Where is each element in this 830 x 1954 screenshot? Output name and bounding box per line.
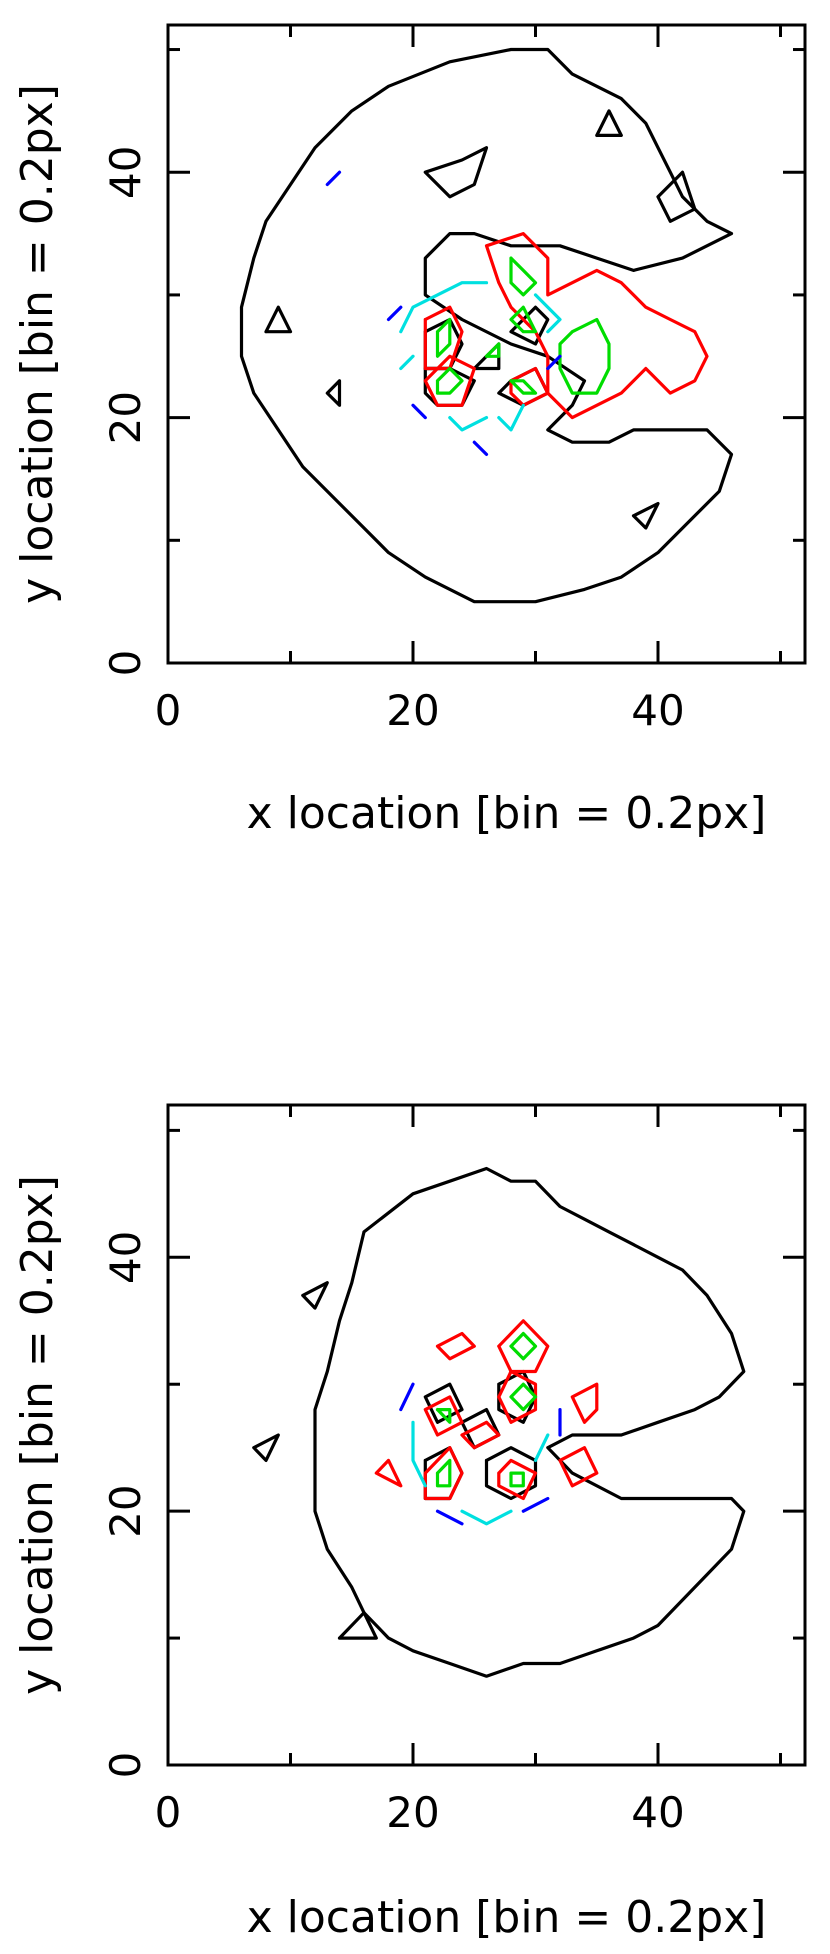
- x-axis-title: x location [bin = 0.2px]: [247, 1892, 767, 1943]
- contour-negative2-32: [325, 170, 342, 187]
- contour-outer-6: [301, 1281, 329, 1310]
- contour-level2-11: [497, 1369, 538, 1424]
- contour-negative1-26: [533, 1433, 550, 1462]
- contour-level2-10: [435, 1331, 476, 1361]
- y-tick-label: 0: [101, 650, 150, 677]
- y-axis-title: y location [bin = 0.2px]: [12, 1175, 63, 1695]
- contour-outer-7: [656, 170, 697, 223]
- x-tick-label: 40: [631, 686, 684, 735]
- contour-level3-19: [435, 317, 452, 358]
- contour-outer-0: [239, 47, 734, 604]
- x-axis-title: x location [bin = 0.2px]: [247, 788, 767, 839]
- plot-frame: [166, 23, 807, 665]
- contour-level3-20: [509, 1382, 538, 1412]
- contour-level2-12: [423, 1395, 464, 1437]
- contour-negative2-28: [386, 305, 403, 322]
- contour-level3-20: [435, 366, 464, 395]
- contour-level2-14: [423, 1446, 464, 1501]
- y-axis-title: y location [bin = 0.2px]: [12, 84, 63, 604]
- contour-level3-19: [509, 1331, 538, 1361]
- contour-level2-15: [509, 366, 550, 407]
- x-tick-label: 20: [386, 1788, 439, 1837]
- x-tick-label: 0: [155, 1788, 182, 1837]
- contour-negative2-28: [435, 1509, 464, 1526]
- contour-level2-17: [558, 1446, 599, 1488]
- contour-level3-17: [509, 305, 538, 334]
- contour-negative1-27: [497, 403, 525, 432]
- contour-negative1-24: [411, 1420, 427, 1488]
- contour-negative1-23: [399, 281, 489, 334]
- y-tick-label: 20: [101, 391, 150, 444]
- contour-outer-0: [313, 1166, 746, 1678]
- contour-negative1-25: [460, 1509, 513, 1526]
- x-tick-label: 0: [155, 686, 182, 735]
- chart-panel-2: 0 20 40 0 20 40 x location [bin = 0.2px] y loca…: [12, 1103, 807, 1943]
- contour-level2-9: [497, 1319, 550, 1374]
- contour-negative2-30: [521, 1496, 550, 1513]
- x-tick-label: 20: [386, 686, 439, 735]
- contour-level2-16: [570, 1382, 599, 1424]
- contour-negative2-31: [472, 440, 489, 456]
- contour-outer-5: [423, 1382, 464, 1424]
- contour-outer-11: [631, 501, 660, 530]
- contour-level3-21: [435, 1458, 452, 1488]
- contour-outer-7: [252, 1433, 280, 1462]
- contour-level2-14: [423, 354, 476, 407]
- contour-outer-10: [325, 379, 342, 407]
- contour-outer-2: [484, 1446, 538, 1501]
- contour-level3-21: [484, 342, 501, 358]
- contour-outer-9: [264, 305, 293, 334]
- x-tick-label: 40: [631, 1788, 684, 1837]
- contour-level3-23: [435, 1408, 452, 1424]
- chart-panel-1: 0 20 40 0 20 40 x location [bin = 0.2px] y loca…: [12, 23, 807, 839]
- contour-negative2-30: [546, 354, 562, 371]
- contour-outer-8: [595, 109, 623, 137]
- y-tick-label: 40: [101, 146, 150, 199]
- contour-level2-15: [497, 1458, 538, 1501]
- contour-level3-16: [509, 256, 538, 297]
- y-tick-label: 20: [101, 1484, 150, 1537]
- contour-level2-13: [423, 305, 464, 371]
- contour-outer-8: [337, 1611, 378, 1640]
- y-tick-label: 40: [101, 1231, 150, 1284]
- y-tick-label: 0: [101, 1752, 150, 1779]
- contour-level2-18: [374, 1458, 403, 1488]
- plot-frame: [166, 1103, 807, 1767]
- contour-negative2-27: [399, 1382, 415, 1412]
- contour-outer-4: [497, 1369, 538, 1424]
- contour-negative1-26: [448, 416, 489, 432]
- contour-outer-6: [423, 146, 489, 199]
- contour-level3-18: [558, 317, 611, 395]
- contour-level3-22: [509, 379, 538, 395]
- contour-negative1-25: [399, 354, 415, 371]
- contour-level3-22: [509, 1471, 525, 1488]
- contour-negative2-29: [411, 403, 427, 420]
- contour-level2-12: [484, 232, 709, 420]
- contour-level2-13: [460, 1420, 501, 1450]
- contour-negative1-24: [533, 293, 562, 334]
